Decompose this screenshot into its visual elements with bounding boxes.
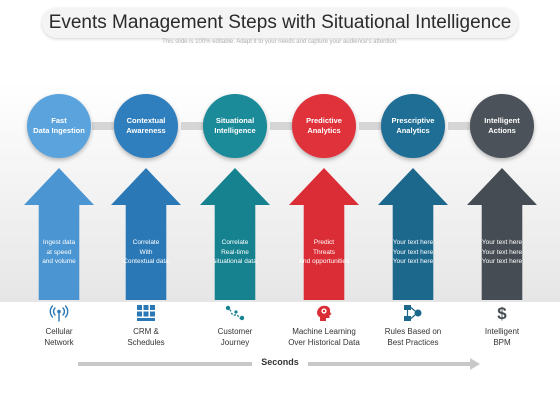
connector-arrow bbox=[448, 118, 478, 134]
journey-path-icon bbox=[225, 304, 245, 322]
step-circle-label: Contextual Awareness bbox=[126, 116, 166, 135]
step-bottom-label: Intelligent BPM bbox=[484, 327, 520, 347]
step-bottom-label: Machine Learning Over Historical Data bbox=[288, 327, 360, 347]
connector-arrow bbox=[181, 118, 211, 134]
step-bottom-label: Rules Based on Best Practices bbox=[384, 327, 442, 347]
step-arrow-text: Predict Threats And opportunities bbox=[298, 239, 350, 265]
antenna-signal-icon bbox=[49, 304, 69, 322]
rules-flow-icon bbox=[403, 304, 423, 322]
background-band bbox=[0, 52, 560, 302]
step-circle-label: Situational Intelligence bbox=[214, 116, 256, 135]
step-arrow-text: Correlate With Contextual data bbox=[123, 239, 169, 265]
slide-subtitle: This slide is 100% editable. Adapt it to… bbox=[162, 39, 398, 45]
step-bottom-label: Cellular Network bbox=[44, 327, 74, 347]
step-circle-intelligent-actions: Intelligent Actions bbox=[470, 94, 534, 158]
connector-arrow bbox=[270, 118, 300, 134]
step-circle-situational-intelligence: Situational Intelligence bbox=[203, 94, 267, 158]
timeline-label: Seconds bbox=[252, 357, 308, 367]
head-gear-icon bbox=[314, 304, 334, 322]
step-arrow-text: Your text here Your text here Your text … bbox=[392, 239, 434, 265]
step-circle-label: Intelligent Actions bbox=[484, 116, 520, 135]
step-arrow-text: Your text here Your text here Your text … bbox=[481, 239, 523, 265]
step-circle-contextual-awareness: Contextual Awareness bbox=[114, 94, 178, 158]
slide-title: Events Management Steps with Situational… bbox=[48, 12, 512, 33]
grid-blocks-icon bbox=[136, 304, 156, 322]
connector-arrow bbox=[359, 118, 389, 134]
step-circle-label: Predictive Analytics bbox=[306, 116, 342, 135]
dollar-icon: $ bbox=[492, 304, 512, 322]
step-bottom-label: Customer Journey bbox=[217, 327, 253, 347]
title-pill bbox=[42, 8, 518, 38]
step-circle-label: Fast Data Ingestion bbox=[33, 116, 85, 135]
step-arrow-text: Ingest data at speed and volume bbox=[42, 239, 76, 265]
step-circle-fast-data-ingestion: Fast Data Ingestion bbox=[27, 94, 91, 158]
step-circle-label: Prescriptive Analytics bbox=[391, 116, 435, 135]
step-circle-predictive-analytics: Predictive Analytics bbox=[292, 94, 356, 158]
step-bottom-label: CRM & Schedules bbox=[127, 327, 165, 347]
step-arrow-text: Correlate Real-time situational data bbox=[213, 239, 257, 265]
svg-text:$: $ bbox=[497, 304, 507, 322]
step-circle-prescriptive-analytics: Prescriptive Analytics bbox=[381, 94, 445, 158]
connector-arrow bbox=[92, 118, 122, 134]
